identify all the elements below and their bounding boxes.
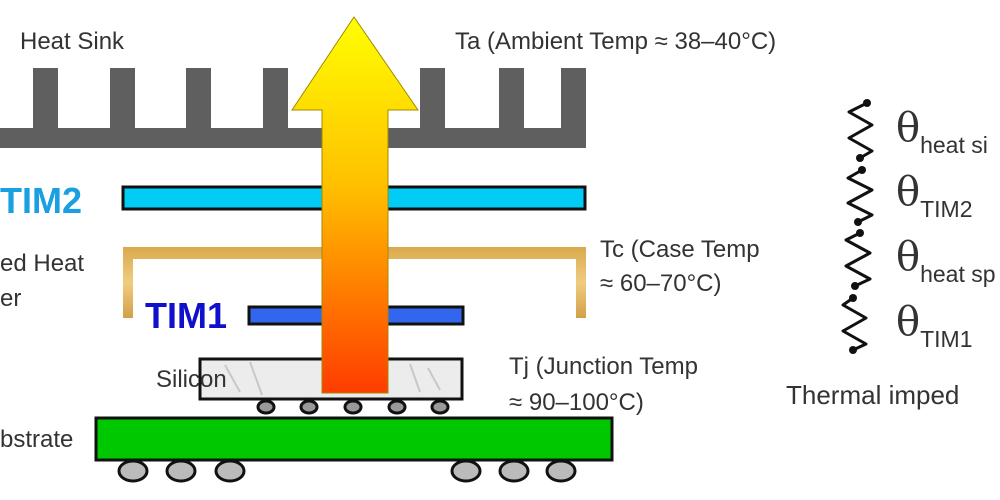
theta-tim2: θTIM2: [896, 169, 972, 222]
heat-sink-label: Heat Sink: [20, 28, 125, 55]
theta-symbol: θ: [896, 169, 921, 215]
theta-symbol: θ: [896, 299, 921, 345]
substrate-label: bstrate: [0, 426, 74, 453]
micro-bumps: [256, 399, 450, 415]
junction-temp-label-line2: ≈ 90–100°C): [509, 389, 644, 416]
heat-sink: [0, 68, 586, 148]
theta-subscript: heat si: [920, 132, 988, 158]
theta-subscript: heat sp: [920, 261, 996, 287]
tim1-label: TIM1: [145, 295, 228, 336]
resistor-nodes: [849, 99, 871, 354]
theta-subscript: TIM1: [920, 326, 973, 352]
heat-spreader: [123, 247, 586, 318]
theta-heat-sink: θheat si: [896, 105, 988, 158]
thermal-impedance-caption: Thermal imped: [786, 380, 960, 410]
solder-balls: [117, 459, 577, 483]
ambient-temp-label: Ta (Ambient Temp ≈ 38–40°C): [455, 28, 777, 55]
case-temp-label-line1: Tc (Case Temp: [600, 236, 760, 263]
theta-heat-spreader: θheat sp: [896, 234, 996, 287]
case-temp-label-line2: ≈ 60–70°C): [600, 270, 722, 297]
theta-symbol: θ: [896, 234, 921, 280]
tim2-label: TIM2: [0, 180, 83, 221]
theta-symbol: θ: [896, 105, 921, 151]
heat-spreader-label-line1: ed Heat: [0, 250, 85, 277]
heat-flow-arrow: [291, 16, 419, 394]
thermal-resistor-network: [841, 101, 874, 352]
heat-spreader-label-line2: er: [0, 285, 22, 312]
theta-tim1: θTIM1: [896, 299, 972, 352]
junction-temp-label-line1: Tj (Junction Temp: [509, 353, 698, 380]
silicon-label: Silicon: [156, 366, 227, 393]
theta-subscript: TIM2: [920, 196, 973, 222]
substrate: [94, 416, 614, 462]
